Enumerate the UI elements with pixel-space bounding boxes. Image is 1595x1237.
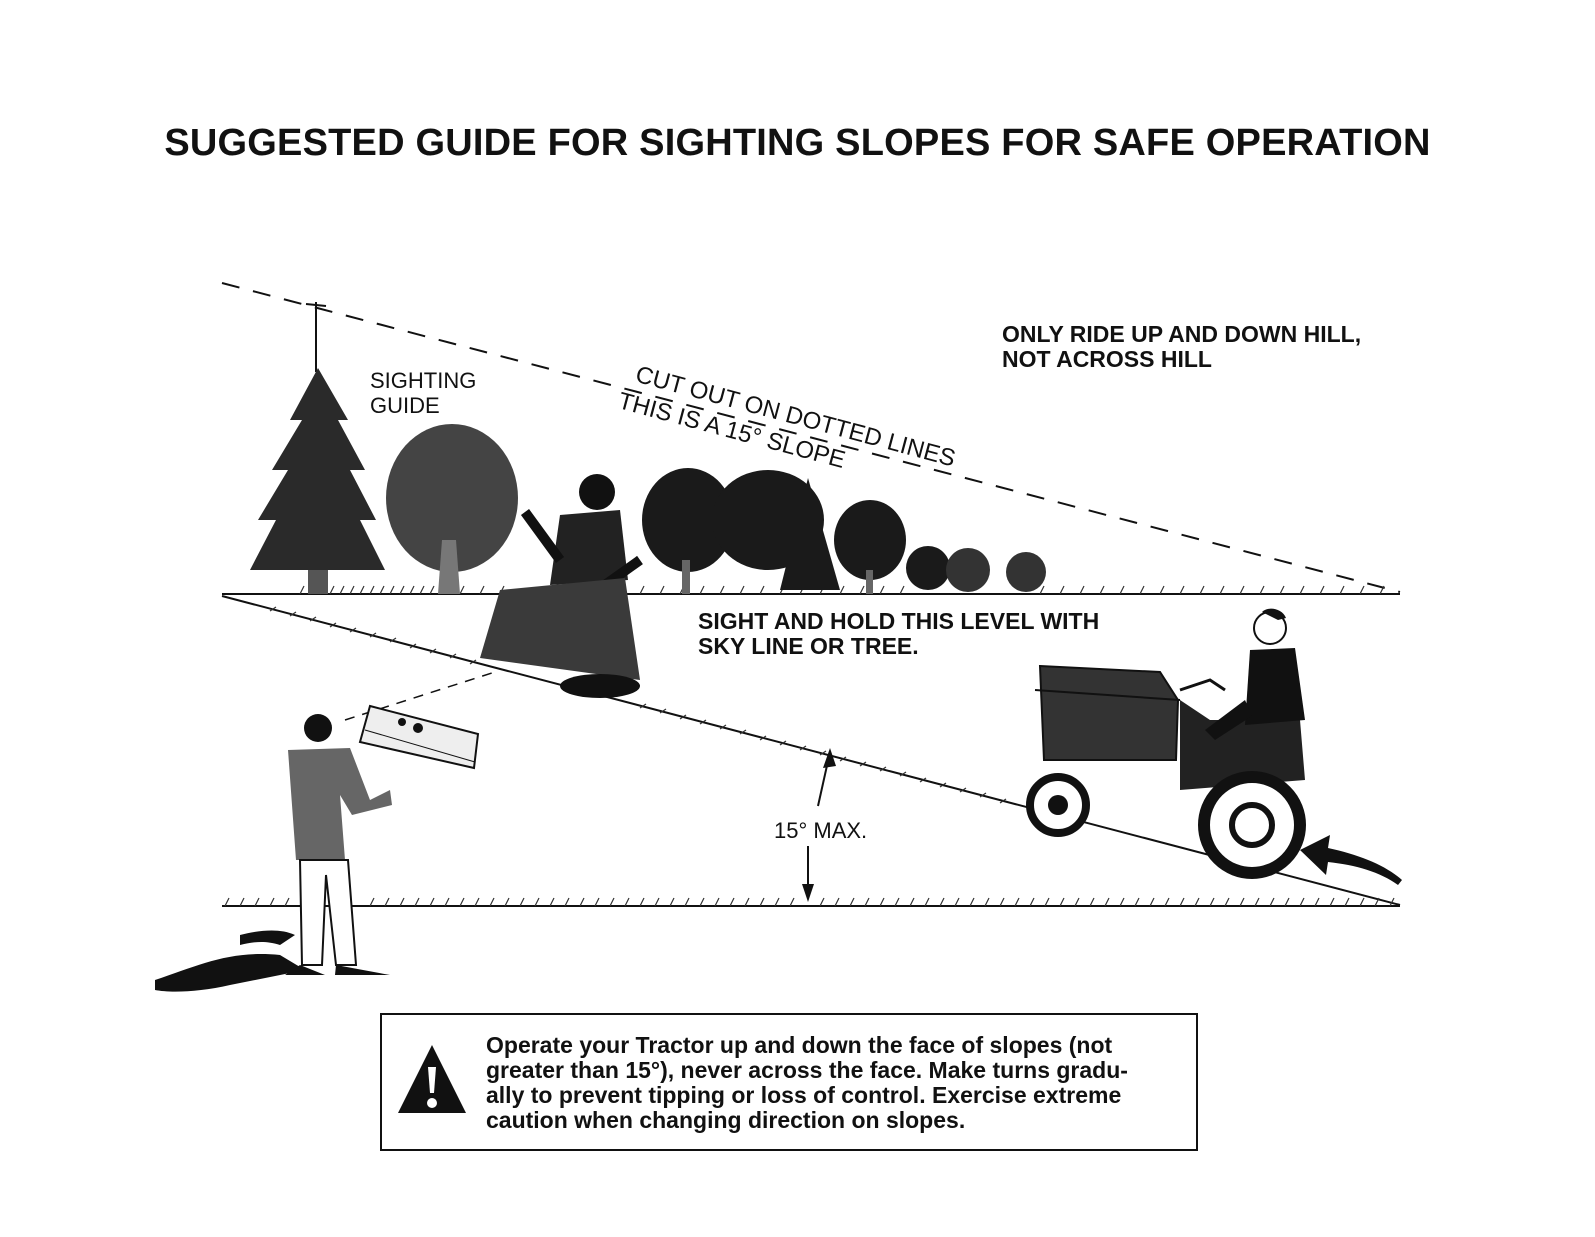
hold-instruction-line-2: SKY LINE OR TREE. — [698, 633, 919, 659]
warning-line-3: ally to prevent tipping or loss of contr… — [486, 1082, 1122, 1108]
safety-warning-box: Operate your Tractor up and down the fac… — [380, 1013, 1198, 1151]
warning-triangle-icon — [398, 1045, 466, 1113]
warning-text: Operate your Tractor up and down the fac… — [486, 1033, 1186, 1133]
hold-instruction: SIGHT AND HOLD THIS LEVEL WITH SKY LINE … — [698, 609, 1099, 659]
ride-instruction-line-1: ONLY RIDE UP AND DOWN HILL, — [1002, 321, 1362, 347]
direction-arrow-right — [1300, 835, 1402, 885]
background-trees — [642, 468, 1046, 594]
pine-tree — [250, 368, 385, 594]
tractor-rear-view — [480, 474, 643, 698]
sighting-guide-label-line-2: GUIDE — [370, 393, 440, 418]
ride-instruction: ONLY RIDE UP AND DOWN HILL, NOT ACROSS H… — [1002, 322, 1361, 372]
sighting-guide-label-line-1: SIGHTING — [370, 368, 477, 393]
tractor-side-view — [1026, 608, 1306, 879]
warning-line-2: greater than 15°), never across the face… — [486, 1057, 1128, 1083]
slope-line — [221, 595, 1401, 906]
ride-instruction-line-2: NOT ACROSS HILL — [1002, 346, 1212, 372]
sighting-guide-dotted-line — [221, 282, 1401, 593]
page-title: SUGGESTED GUIDE FOR SIGHTING SLOPES FOR … — [164, 122, 1431, 164]
warning-line-4: caution when changing direction on slope… — [486, 1107, 966, 1133]
warning-line-1: Operate your Tractor up and down the fac… — [486, 1032, 1113, 1058]
person-holding-guide — [155, 704, 480, 992]
round-tree — [386, 424, 518, 594]
sighting-guide-label: SIGHTING GUIDE — [370, 368, 476, 418]
max-angle-label: 15° MAX. — [774, 818, 868, 843]
hold-instruction-line-1: SIGHT AND HOLD THIS LEVEL WITH — [698, 608, 1100, 634]
shadow — [155, 954, 305, 992]
grass-row-lower — [224, 897, 1395, 907]
grass-row-slope — [269, 606, 1007, 804]
grass-row-upper — [299, 585, 1385, 595]
